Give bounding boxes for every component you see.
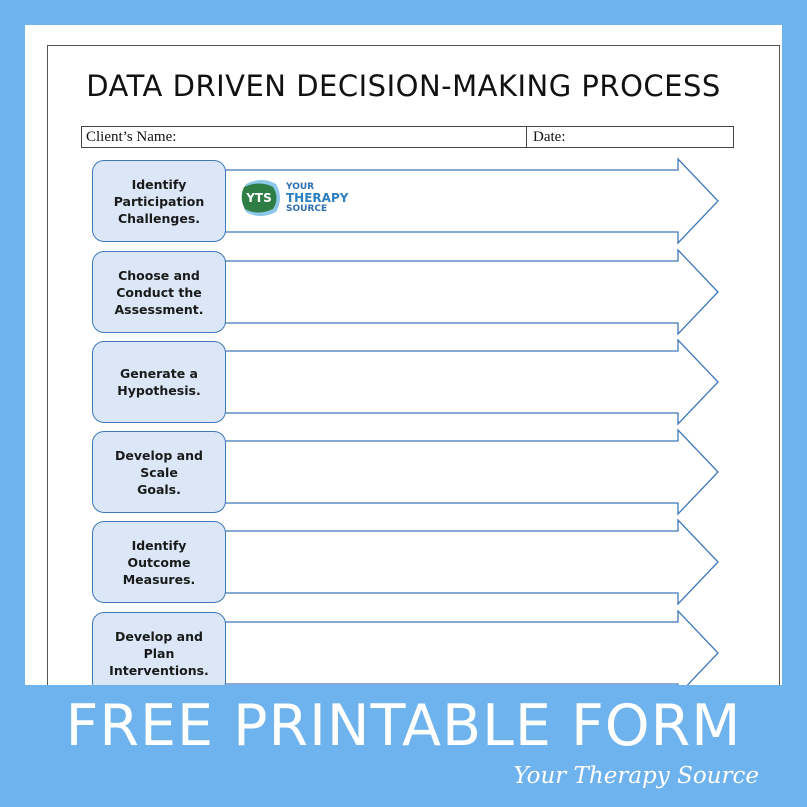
page-border [47,45,780,685]
step-label-3: Generate a Hypothesis. [117,366,201,398]
step-arrow-5 [220,518,719,606]
banner-subtitle: Your Therapy Source [513,763,759,789]
step-arrow-3 [220,338,719,426]
logo-line-1: YOUR [286,181,315,192]
step-arrow-2 [220,248,719,336]
step-box-6: Develop and Plan Interventions. [92,612,226,685]
step-box-4: Develop and Scale Goals. [92,431,226,513]
client-name-label: Client’s Name: [86,129,177,145]
client-name-field[interactable]: Client’s Name: [82,127,527,147]
step-label-1: Identify Participation Challenges. [113,176,205,226]
step-label-4: Develop and Scale Goals. [115,447,203,497]
logo-line-2: THERAPY [286,190,349,205]
step-box-3: Generate a Hypothesis. [92,341,226,423]
step-label-2: Choose and Conduct the Assessment. [114,267,204,317]
logo-mark-text: YTS [245,191,272,205]
date-field[interactable]: Date: [527,127,733,147]
step-arrow-6 [220,609,719,685]
logo-line-3: SOURCE [286,203,328,214]
client-info-row: Client’s Name: Date: [81,126,734,148]
logo-mark-icon: YTS [240,178,284,218]
arrows-layer [220,157,719,685]
step-label-6: Develop and Plan Interventions. [109,628,209,678]
yts-logo: YTS YOUR THERAPY SOURCE [240,178,348,218]
banner-title: FREE PRINTABLE FORM [65,693,742,759]
step-box-1: Identify Participation Challenges. [92,160,226,242]
promo-banner: FREE PRINTABLE FORM Your Therapy Source [0,685,807,807]
form-page: DATA DRIVEN DECISION-MAKING PROCESS Clie… [25,25,782,685]
step-arrow-4 [220,428,719,516]
logo-wordmark: YOUR THERAPY SOURCE [286,182,348,215]
date-label: Date: [533,129,566,145]
form-title: DATA DRIVEN DECISION-MAKING PROCESS [86,69,721,103]
step-box-2: Choose and Conduct the Assessment. [92,251,226,333]
step-box-5: Identify Outcome Measures. [92,521,226,603]
step-arrow-1 [220,157,719,245]
step-label-5: Identify Outcome Measures. [122,537,196,587]
